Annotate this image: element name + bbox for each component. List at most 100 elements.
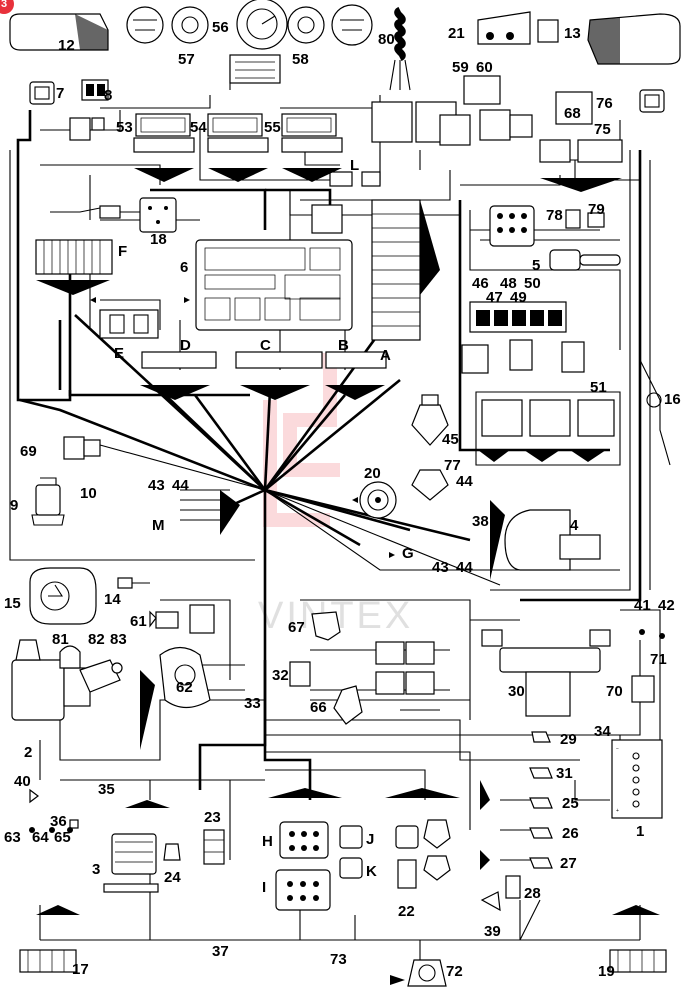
sensor-14 xyxy=(117,577,150,589)
switch-8 xyxy=(81,79,109,101)
label-36: 36 xyxy=(50,813,67,830)
connector-labels: A B C D E F G H I J K L M xyxy=(114,157,414,896)
label-31: 31 xyxy=(556,765,573,782)
label-56: 56 xyxy=(212,19,229,36)
label-37: 37 xyxy=(212,943,229,960)
label-20: 20 xyxy=(364,465,381,482)
connector-7 xyxy=(29,81,55,105)
gauge-cluster xyxy=(126,0,373,84)
label-12: 12 xyxy=(58,37,75,54)
label-58: 58 xyxy=(292,51,309,68)
label-25: 25 xyxy=(562,795,579,812)
label-53: 53 xyxy=(116,119,133,136)
label-14: 14 xyxy=(104,591,121,608)
label-46: 46 xyxy=(472,275,489,292)
label-44c: 44 xyxy=(456,559,473,576)
label-70: 70 xyxy=(606,683,623,700)
connector-strips-top xyxy=(69,75,623,187)
label-72: 72 xyxy=(446,963,463,980)
label-30: 30 xyxy=(508,683,525,700)
label-44b: 44 xyxy=(456,473,473,490)
label-G: G xyxy=(402,545,414,562)
label-1: 1 xyxy=(636,823,644,840)
switch-5 xyxy=(549,249,621,271)
label-55: 55 xyxy=(264,119,281,136)
lamp-17 xyxy=(19,949,77,973)
label-3: 3 xyxy=(92,861,100,878)
label-64: 64 xyxy=(32,829,49,846)
label-80: 80 xyxy=(378,31,395,48)
connector-A xyxy=(311,199,421,341)
connector-C xyxy=(235,351,323,369)
connectors-51 xyxy=(475,391,621,466)
relay-32 xyxy=(289,661,311,687)
label-75: 75 xyxy=(594,121,611,138)
sensor-45-77 xyxy=(411,394,449,501)
label-76: 76 xyxy=(596,95,613,112)
label-40: 40 xyxy=(14,773,31,790)
label-66: 66 xyxy=(310,699,327,716)
label-23: 23 xyxy=(204,809,221,826)
connectors-H-K xyxy=(275,821,363,911)
label-26: 26 xyxy=(562,825,579,842)
filter-23 xyxy=(203,829,225,865)
label-18: 18 xyxy=(150,231,167,248)
label-4: 4 xyxy=(570,517,579,534)
label-J: J xyxy=(366,831,374,848)
horn-20 xyxy=(359,481,397,519)
label-47: 47 xyxy=(486,289,503,306)
label-19: 19 xyxy=(598,963,615,980)
label-6: 6 xyxy=(180,259,188,276)
label-65: 65 xyxy=(54,829,71,846)
sensors-41-42 xyxy=(639,629,665,639)
harness-wires xyxy=(9,59,661,965)
switch-18 xyxy=(50,197,177,233)
svg-text:+: + xyxy=(616,808,619,814)
lamp-15 xyxy=(29,567,97,625)
relay-61 xyxy=(149,604,215,634)
label-17: 17 xyxy=(72,961,89,978)
label-44a: 44 xyxy=(172,477,189,494)
headlamp-module-4 xyxy=(504,509,601,571)
label-27: 27 xyxy=(560,855,577,872)
label-I: I xyxy=(262,879,266,896)
headlight-left xyxy=(9,13,109,51)
small-sensors-40-65 xyxy=(29,788,79,833)
ignition-72 xyxy=(407,959,447,987)
label-69: 69 xyxy=(20,443,37,460)
switch-panel-46-50 xyxy=(461,301,585,374)
label-51: 51 xyxy=(590,379,607,396)
connector-78-79 xyxy=(489,205,605,247)
starter-3 xyxy=(103,833,159,893)
switch-70 xyxy=(631,675,655,703)
label-16: 16 xyxy=(664,391,681,408)
fan-triangles xyxy=(36,168,660,985)
arrow-markers xyxy=(90,297,395,558)
switch-69 xyxy=(63,436,101,460)
fuel-sender-62 xyxy=(159,646,211,709)
label-7: 7 xyxy=(56,85,64,102)
label-59: 59 xyxy=(452,59,469,76)
label-B: B xyxy=(338,337,349,354)
switch-panel-53-55 xyxy=(135,113,337,137)
label-8: 8 xyxy=(104,87,112,104)
fuse-block-21 xyxy=(477,11,559,45)
label-28: 28 xyxy=(524,885,541,902)
motor-9 xyxy=(31,477,65,526)
label-67: 67 xyxy=(288,619,305,636)
label-57: 57 xyxy=(178,51,195,68)
sensors-25-31 xyxy=(505,731,553,899)
label-54: 54 xyxy=(190,119,207,136)
sensor-16 xyxy=(639,359,671,466)
label-10: 10 xyxy=(80,485,97,502)
label-33: 33 xyxy=(244,695,261,712)
label-2: 2 xyxy=(24,744,32,761)
label-50: 50 xyxy=(524,275,541,292)
label-60: 60 xyxy=(476,59,493,76)
label-48: 48 xyxy=(500,275,517,292)
label-34: 34 xyxy=(594,723,611,740)
relay-coil-80 xyxy=(394,6,406,62)
label-D: D xyxy=(180,337,191,354)
label-L: L xyxy=(350,157,359,174)
